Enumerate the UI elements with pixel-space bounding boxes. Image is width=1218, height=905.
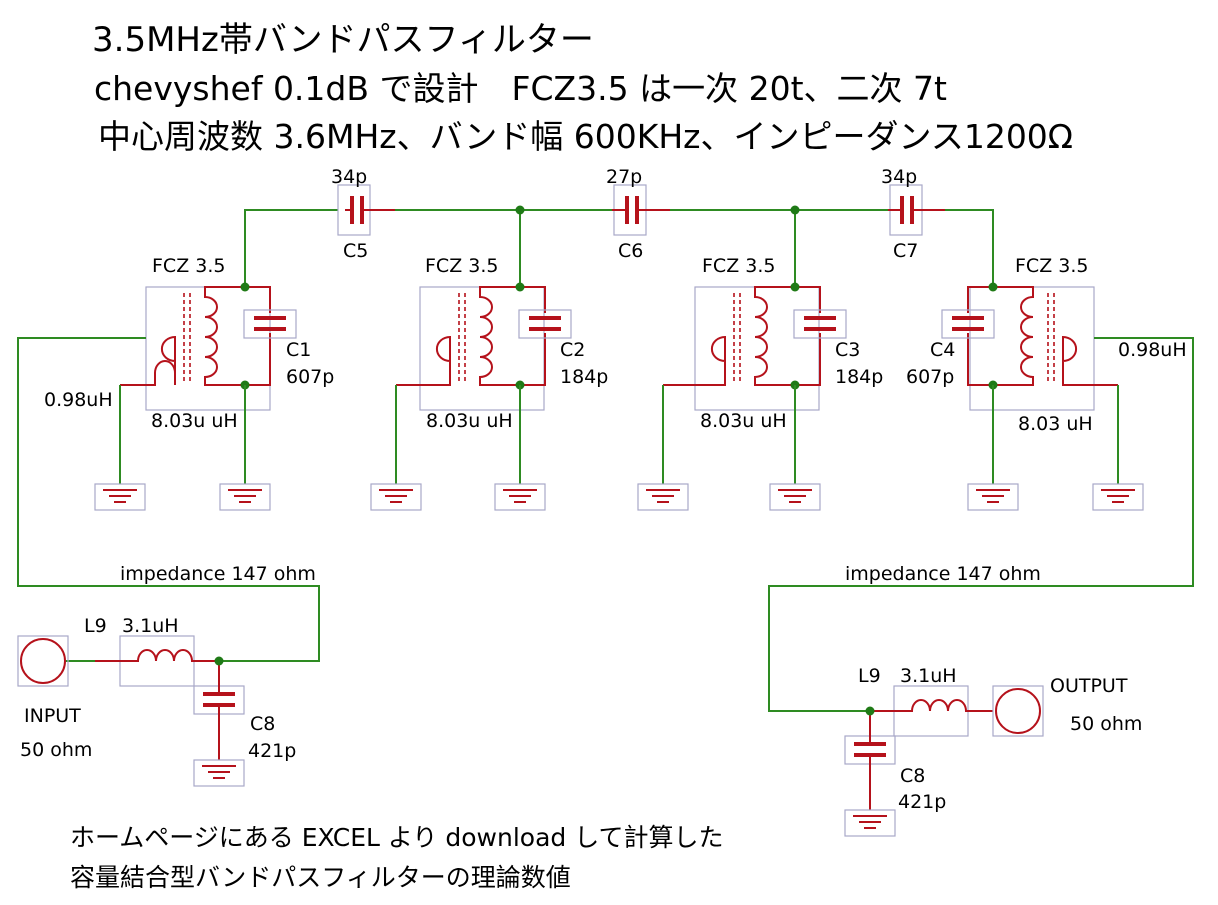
output-port-name: OUTPUT xyxy=(1050,675,1128,697)
output-cap-c8 xyxy=(844,711,896,837)
output-link-wire xyxy=(768,337,1194,712)
input-network: impedance 147 ohm L9 3.1uH C8 421p INPUT… xyxy=(17,563,316,787)
resonator-2: FCZ 3.5 8.03u uH C2 184p xyxy=(396,255,608,432)
input-port xyxy=(17,635,69,687)
output-inductor-name: L9 xyxy=(858,665,881,687)
input-inductor-l9 xyxy=(95,635,219,687)
res2-coil-label: FCZ 3.5 xyxy=(425,255,498,277)
title-line-2: chevyshef 0.1dB で設計 FCZ3.5 は一次 20t、二次 7t xyxy=(94,69,947,108)
output-impedance-label: impedance 147 ohm xyxy=(845,563,1041,585)
resonator-4: FCZ 3.5 8.03 uH C4 607p 0.98uH xyxy=(906,255,1187,435)
input-cap-name: C8 xyxy=(250,713,275,735)
footer-line-1: ホームページにある EXCEL より download して計算した xyxy=(70,823,724,852)
title-block: 3.5MHz帯バンドパスフィルター chevyshef 0.1dB で設計 FC… xyxy=(0,0,1218,160)
capacitor-c7: 34p C7 xyxy=(881,166,945,262)
ground-wires xyxy=(119,385,1119,484)
resonator-1: FCZ 3.5 8.03u uH C1 607p 0.98uH xyxy=(44,255,334,432)
input-inductor-name: L9 xyxy=(84,615,107,637)
res4-inductance-label: 8.03 uH xyxy=(1018,413,1093,435)
output-inductor-value: 3.1uH xyxy=(900,665,957,687)
res2-cap-value: 184p xyxy=(560,366,608,388)
res2-cap-name: C2 xyxy=(560,339,585,361)
output-cap-value: 421p xyxy=(898,791,946,813)
resonator-3: FCZ 3.5 8.03u uH C3 184p xyxy=(663,255,883,432)
output-port xyxy=(992,685,1044,737)
footer-line-2: 容量結合型バンドパスフィルターの理論数値 xyxy=(70,863,571,892)
res3-inductance-label: 8.03u uH xyxy=(700,410,787,432)
title-line-1: 3.5MHz帯バンドパスフィルター xyxy=(92,20,594,60)
input-impedance-label: impedance 147 ohm xyxy=(120,563,316,585)
res4-cap-value: 607p xyxy=(906,366,954,388)
res1-cap-value: 607p xyxy=(286,366,334,388)
junction-dot xyxy=(515,205,525,215)
c5-name-label: C5 xyxy=(343,240,368,262)
output-port-impedance: 50 ohm xyxy=(1070,713,1142,735)
res3-coil-label: FCZ 3.5 xyxy=(702,255,775,277)
res4-cap-name: C4 xyxy=(930,339,955,361)
capacitor-c5: 34p C5 xyxy=(331,166,395,262)
res1-inductance-label: 8.03u uH xyxy=(151,410,238,432)
c7-value-label: 34p xyxy=(881,166,917,188)
capacitor-c6: 27p C6 xyxy=(606,166,670,262)
res1-coil-label: FCZ 3.5 xyxy=(152,255,225,277)
res1-cap-name: C1 xyxy=(286,339,311,361)
res3-cap-value: 184p xyxy=(835,366,883,388)
res1-link-label: 0.98uH xyxy=(44,389,113,411)
title-line-3: 中心周波数 3.6MHz、バンド幅 600KHz、インピーダンス1200Ω xyxy=(98,117,1074,156)
res4-coil-label: FCZ 3.5 xyxy=(1015,255,1088,277)
res3-cap-name: C3 xyxy=(835,339,860,361)
c5-value-label: 34p xyxy=(331,166,367,188)
output-network: impedance 147 ohm L9 3.1uH C8 421p OUTPU… xyxy=(844,563,1142,837)
res2-inductance-label: 8.03u uH xyxy=(426,410,513,432)
input-port-name: INPUT xyxy=(24,705,81,727)
c6-name-label: C6 xyxy=(618,240,643,262)
output-cap-name: C8 xyxy=(900,765,925,787)
input-link-wire xyxy=(17,337,320,662)
top-bus-wire xyxy=(244,209,994,287)
junction-dot xyxy=(790,205,800,215)
c7-name-label: C7 xyxy=(893,240,918,262)
input-cap-c8 xyxy=(193,661,245,787)
input-port-impedance: 50 ohm xyxy=(20,739,92,761)
res4-link-label: 0.98uH xyxy=(1118,339,1187,361)
output-inductor-l9 xyxy=(870,685,993,737)
c6-value-label: 27p xyxy=(606,166,642,188)
ground-symbols xyxy=(94,483,1144,511)
input-inductor-value: 3.1uH xyxy=(122,615,179,637)
input-cap-value: 421p xyxy=(248,740,296,762)
